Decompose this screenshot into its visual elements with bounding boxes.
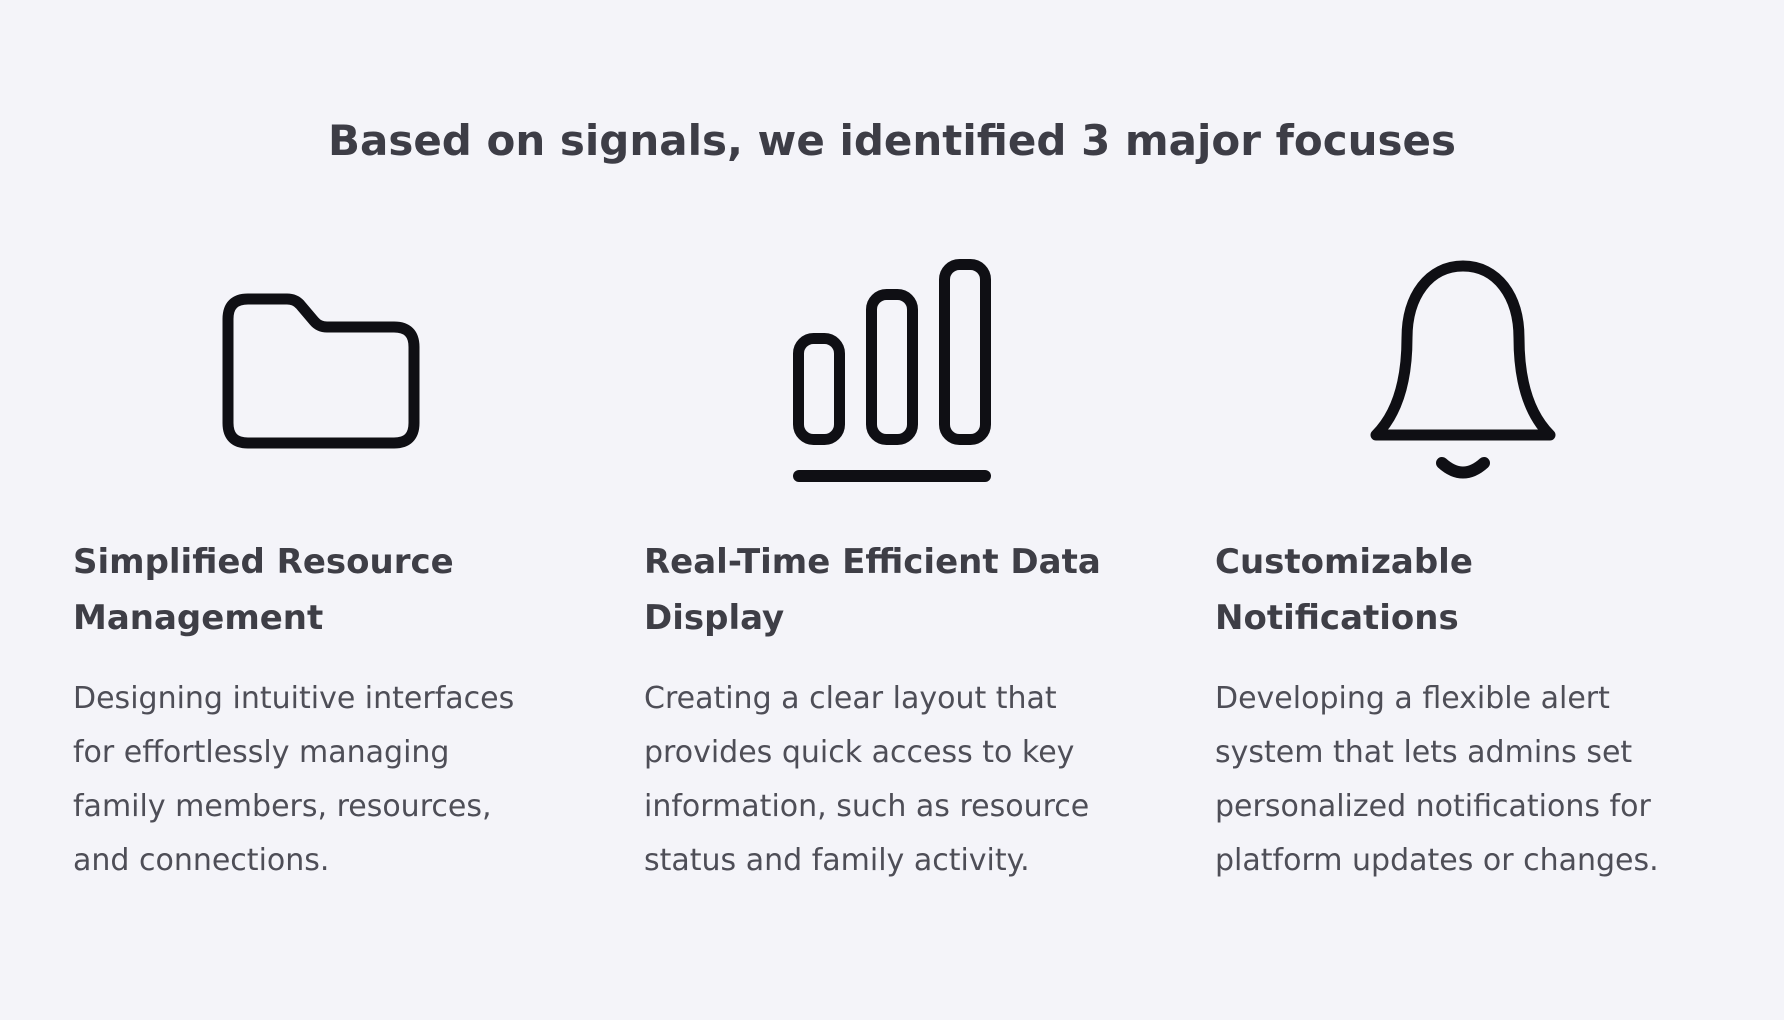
feature-resource-management: Simplified Resource Management Designing… bbox=[73, 258, 569, 888]
feature-description: Developing a flexible alert system that … bbox=[1215, 681, 1659, 879]
feature-icon-wrap bbox=[1215, 258, 1711, 484]
feature-icon-wrap bbox=[73, 258, 569, 484]
folder-icon bbox=[221, 292, 421, 450]
feature-data-display: Real-Time Efficient Data Display Creatin… bbox=[644, 258, 1140, 888]
feature-heading: Simplified Resource Management bbox=[73, 542, 454, 639]
feature-notifications: Customizable Notifications Developing a … bbox=[1215, 258, 1711, 888]
feature-description: Creating a clear layout that provides qu… bbox=[644, 681, 1090, 879]
bar-chart-icon bbox=[792, 258, 992, 484]
feature-heading: Real-Time Efficient Data Display bbox=[644, 542, 1101, 639]
feature-icon-wrap bbox=[644, 258, 1140, 484]
bell-icon bbox=[1363, 258, 1563, 484]
feature-heading: Customizable Notifications bbox=[1215, 542, 1473, 639]
feature-description: Designing intuitive interfaces for effor… bbox=[73, 681, 515, 879]
features-row: Simplified Resource Management Designing… bbox=[73, 258, 1711, 888]
page-title: Based on signals, we identified 3 major … bbox=[327, 116, 1457, 165]
